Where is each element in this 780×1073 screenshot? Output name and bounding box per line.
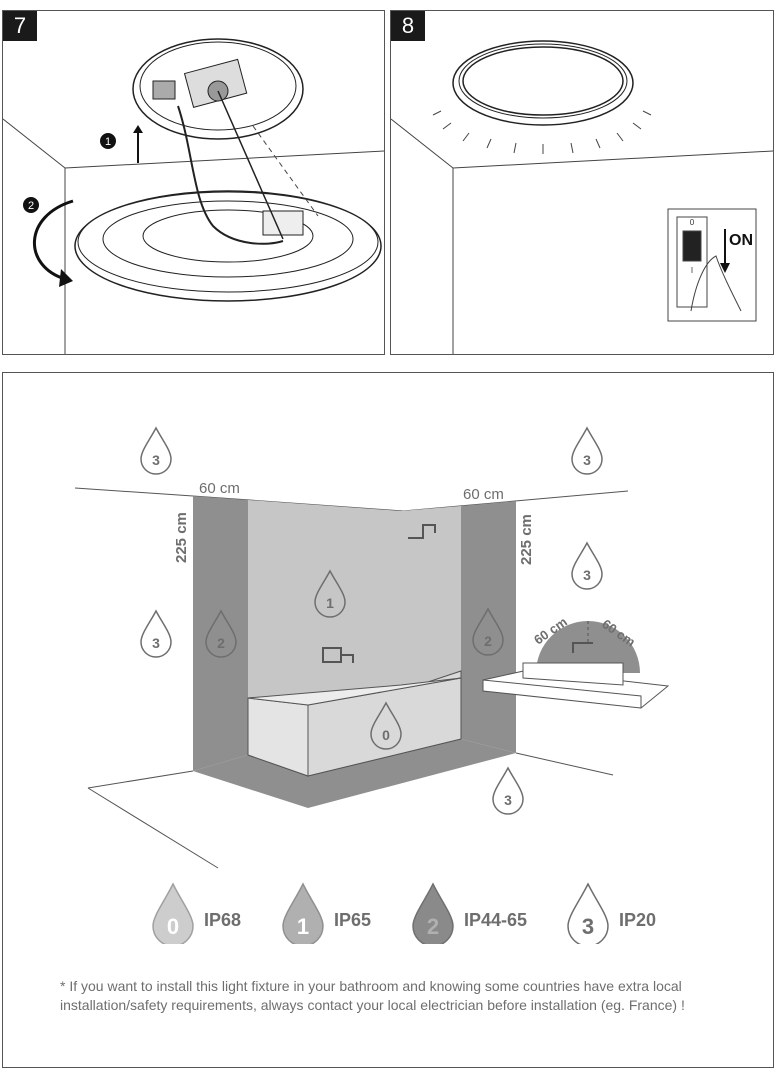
legend-code-zone-0: IP68 <box>204 910 242 930</box>
switch-top-label: 0 <box>690 218 695 227</box>
svg-text:3: 3 <box>152 635 160 651</box>
bathroom-zones-panel: 60 cm 60 cm 225 cm 225 cm 60 cm 60 cm 3 … <box>2 372 774 1068</box>
dim-right-width: 60 cm <box>463 486 504 503</box>
legend-code-zone-3: IP20 <box>619 910 657 930</box>
svg-text:2: 2 <box>217 635 225 651</box>
step8-illustration: 0 I ON <box>391 40 773 354</box>
svg-text:2: 2 <box>484 633 492 649</box>
zone-0-legend-drop-icon: 0 <box>152 882 194 944</box>
zone-3-drop-top-left: 3 <box>140 426 172 475</box>
svg-text:0: 0 <box>167 914 179 939</box>
zone-0-drop: 0 <box>370 701 402 750</box>
legend-code-zone-2: IP44-65 <box>464 910 528 930</box>
zone-3-drop-bottom: 3 <box>492 766 524 815</box>
step7-illustration: 1 2 <box>3 38 384 354</box>
switch-bottom-label: I <box>691 266 693 275</box>
svg-text:2: 2 <box>427 914 439 939</box>
bathroom-zones-diagram: 60 cm 60 cm 225 cm 225 cm 60 cm 60 cm 3 … <box>74 426 670 869</box>
svg-text:3: 3 <box>504 792 512 808</box>
svg-text:3: 3 <box>582 914 594 939</box>
switch-on-label: ON <box>729 232 753 249</box>
installation-note: * If you want to install this light fixt… <box>60 978 685 1013</box>
svg-text:1: 1 <box>326 595 334 611</box>
ip-zone-legend: 0 IP68 1 IP65 2 IP44-65 3 IP20 <box>0 880 780 960</box>
zone-3-drop-left: 3 <box>140 609 172 658</box>
step8-number: 8 <box>391 11 425 41</box>
step7-marker-2: 2 <box>28 200 34 212</box>
svg-text:3: 3 <box>583 452 591 468</box>
step7-marker-1: 1 <box>105 136 111 148</box>
zone-1-legend-drop-icon: 1 <box>282 882 324 944</box>
svg-text:3: 3 <box>152 452 160 468</box>
svg-text:3: 3 <box>583 567 591 583</box>
svg-text:1: 1 <box>297 914 309 939</box>
zone-2-drop-right: 2 <box>472 607 504 656</box>
zone-3-drop-right: 3 <box>571 541 603 590</box>
zone-3-legend-drop-icon: 3 <box>567 882 609 944</box>
dim-left-width: 60 cm <box>199 480 240 497</box>
zone-2-drop-left: 2 <box>205 609 237 658</box>
svg-text:0: 0 <box>382 727 390 743</box>
zone-2-legend-drop-icon: 2 <box>412 882 454 944</box>
dim-right-height: 225 cm <box>518 514 535 565</box>
step7-panel: 7 1 2 <box>2 10 385 355</box>
zone-1-drop: 1 <box>314 569 346 618</box>
dim-left-height: 225 cm <box>173 512 190 563</box>
zone-3-drop-top-right: 3 <box>571 426 603 475</box>
step7-number: 7 <box>3 11 37 41</box>
step8-panel: 8 0 I ON <box>390 10 774 355</box>
legend-code-zone-1: IP65 <box>334 910 372 930</box>
